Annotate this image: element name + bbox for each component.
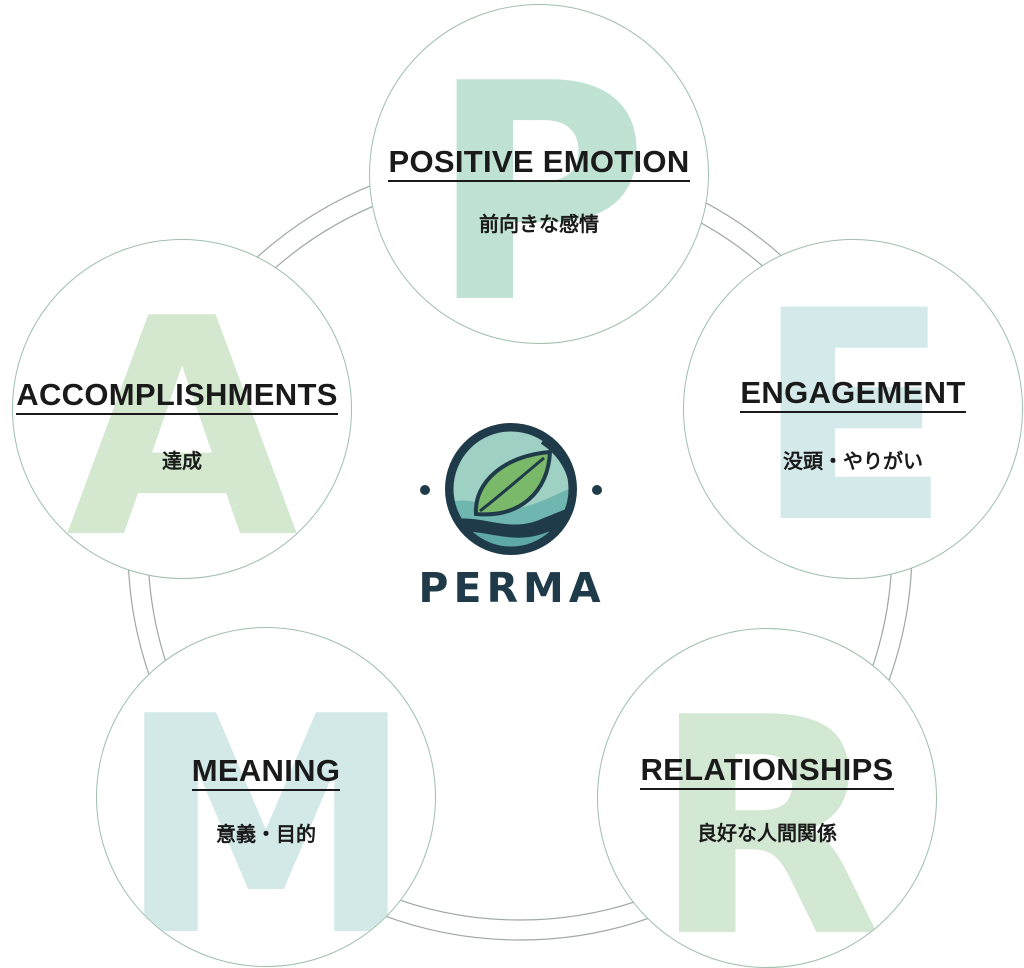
leaf-vein	[479, 456, 545, 513]
accomplishments-subtitle: 達成	[162, 449, 202, 473]
brand-name: PERMA	[418, 564, 606, 612]
engagement-title: ENGAGEMENT	[684, 375, 1022, 413]
meaning-subtitle: 意義・目的	[216, 822, 316, 846]
accomplishments-title: ACCOMPLISHMENTS	[13, 377, 351, 415]
relationships-subtitle: 良好な人間関係	[697, 821, 837, 845]
relationships-circle: R RELATIONSHIPS 良好な人間関係	[597, 628, 937, 968]
left-dot-icon	[420, 485, 430, 495]
meaning-title: MEANING	[97, 753, 435, 791]
relationships-letter: R	[651, 654, 883, 968]
engagement-subtitle: 没頭・やりがい	[783, 449, 923, 473]
positive-emotion-circle: P POSITIVE EMOTION 前向きな感情	[369, 4, 709, 344]
leaf-emblem-icon	[420, 423, 602, 555]
perma-logo: PERMA	[414, 422, 610, 612]
meaning-letter: M	[116, 653, 416, 967]
emblem-ring	[448, 426, 574, 552]
accomplishments-circle: A ACCOMPLISHMENTS 達成	[12, 239, 352, 579]
positive-emotion-letter: P	[429, 20, 649, 344]
engagement-letter: E	[753, 250, 953, 579]
accomplishments-letter: A	[65, 255, 299, 579]
engagement-circle: E ENGAGEMENT 没頭・やりがい	[683, 239, 1023, 579]
relationships-title: RELATIONSHIPS	[598, 752, 936, 790]
positive-emotion-title: POSITIVE EMOTION	[370, 144, 708, 182]
positive-emotion-subtitle: 前向きな感情	[479, 212, 599, 236]
meaning-circle: M MEANING 意義・目的	[96, 627, 436, 967]
right-dot-icon	[592, 485, 602, 495]
